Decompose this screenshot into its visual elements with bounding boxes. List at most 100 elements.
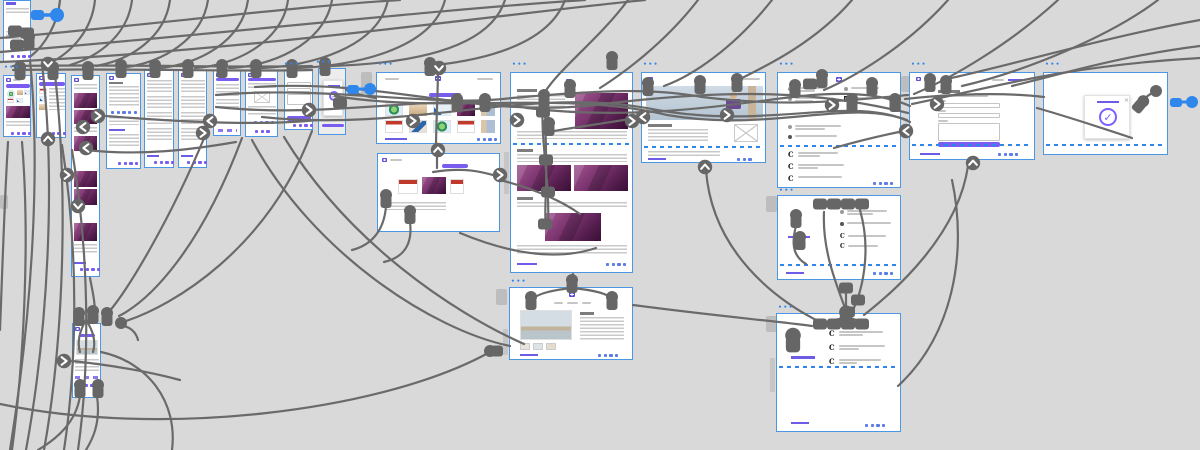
screen-desktop-certificates-summary[interactable]: C C [777,195,901,280]
globe-icon [7,90,15,98]
annotation-tab[interactable] [504,152,509,194]
screen-desktop-certificates-page[interactable]: C C C [776,313,901,432]
overflow-menu[interactable]: ••• [511,278,528,285]
flow-end-node-desktop[interactable] [1170,96,1198,108]
email-field [287,88,311,92]
banner-button [6,84,30,88]
fold-line [780,145,898,147]
banner-button [216,78,239,81]
paragraph-lines [147,96,172,108]
paragraph-lines [517,95,565,109]
footer-social-icons [255,130,270,134]
paragraph-lines [6,121,30,127]
screen-mobile-text-page-2[interactable] [178,70,208,168]
screen-mobile-text-page[interactable] [144,70,175,168]
screen-desktop-message-sent-modal[interactable]: × ✓ [1043,72,1168,155]
overflow-menu[interactable]: ••• [4,64,21,71]
screen-mobile-cropped[interactable] [3,0,32,62]
screen-desktop-portfolio-long[interactable] [510,72,633,273]
nav-line [567,302,578,304]
paragraph-lines [109,86,139,95]
overflow-menu[interactable]: ••• [778,304,795,311]
about-photo [76,340,98,355]
list-line [839,362,857,364]
project-image [517,165,571,191]
screen-mobile-message-sent-modal[interactable]: ✓ [318,68,346,135]
paragraph-lines [216,84,239,96]
screen-mobile-projects[interactable] [36,73,67,138]
paragraph-lines [248,83,276,89]
footer-nav [75,376,99,379]
overflow-menu[interactable]: ••• [284,61,301,68]
footer-social-icons [118,162,139,166]
heading-line [580,312,594,315]
nav-line [385,78,399,80]
heading-line [648,124,672,127]
certificate-logo: C [829,343,835,352]
screen-desktop-home-icon-grid[interactable] [376,72,501,144]
annotation-tab[interactable] [770,358,775,392]
screen-side-tab[interactable] [0,195,8,209]
screen-desktop-home-variant[interactable] [377,153,500,232]
nav-line [820,202,828,204]
footer-social-icons [79,384,100,388]
footer-social-icons [477,138,498,142]
screen-mobile-article[interactable] [106,73,141,169]
overflow-menu[interactable]: ••• [1045,61,1062,68]
paragraph-lines [648,129,708,141]
footer-social-icons [737,158,752,162]
name-field [938,103,1000,108]
nav-line [992,79,1004,81]
paragraph-lines [147,80,172,92]
certificate-logo: C [829,329,835,338]
overflow-menu[interactable]: ••• [512,61,529,68]
list-line [795,97,823,99]
calendar-thumb [7,98,14,103]
screen-mobile-detail-image[interactable] [245,70,278,137]
about-photo [520,310,572,340]
nav-line [819,322,827,324]
screen-side-tab[interactable] [361,72,372,94]
photo-thumb [520,343,530,350]
overflow-menu[interactable]: ••• [316,59,333,66]
footer-social-icons [998,153,1019,157]
list-line [795,100,813,102]
screen-side-tab[interactable] [496,289,507,305]
hero-pillar [748,86,756,120]
screen-side-tab[interactable] [766,196,777,212]
screen-desktop-about-page[interactable] [509,287,633,360]
footer-social-icons [606,263,627,267]
paragraph-lines [181,80,205,92]
list-line [853,97,879,99]
list-icon [840,222,844,226]
paragraph-lines [248,106,276,116]
screen-mobile-detail[interactable] [213,70,241,136]
fold-line [912,144,1032,146]
brand-logo [287,73,292,77]
paragraph-lines [74,244,97,254]
annotation-tab[interactable] [503,329,508,355]
screen-desktop-about-hero[interactable] [641,72,766,163]
overflow-menu[interactable]: ••• [643,61,660,68]
modal-close-icon[interactable]: × [1124,97,1130,104]
overflow-menu[interactable]: ••• [779,187,796,194]
globe-tile [385,103,403,116]
screen-desktop-experience-list[interactable]: M C C C [777,72,901,188]
brand-logo [39,76,44,80]
overflow-menu[interactable]: ••• [779,61,796,68]
screen-mobile-portfolio-long[interactable] [71,75,101,277]
people-tile [481,103,495,116]
project-thumb [39,96,47,102]
list-line [798,164,844,166]
screen-mobile-contact-form[interactable] [284,70,314,130]
flow-start-node[interactable] [31,8,64,22]
screen-mobile-home[interactable] [3,75,32,137]
overflow-menu[interactable]: ••• [378,61,395,68]
header-bar [6,2,16,5]
screen-desktop-contact-form[interactable] [909,72,1035,160]
email-field [938,113,1000,118]
paragraph-lines [517,245,627,255]
overflow-menu[interactable]: ••• [911,61,928,68]
screen-mobile-about[interactable] [72,323,101,398]
list-line [795,125,841,127]
